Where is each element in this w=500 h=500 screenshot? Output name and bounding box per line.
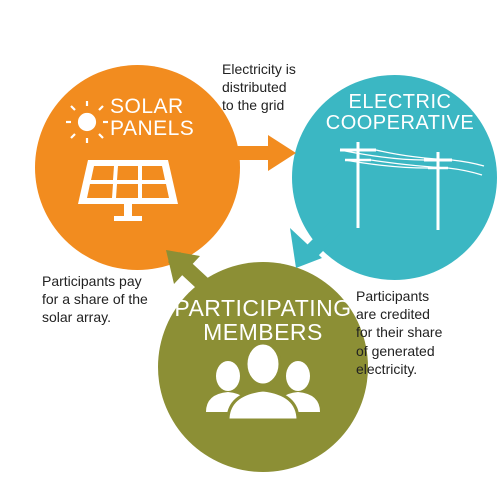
note-participants-credited: Participants are credited for their shar… [356,287,442,378]
solar-title-line2: PANELS [110,117,195,141]
note-line: for their share [356,324,443,341]
note-line: are credited [356,306,430,323]
coop-title-line2: COOPERATIVE [325,112,475,134]
solar-title-line1: SOLAR [110,95,184,118]
note-distributed: Electricity is distributed to the grid [222,60,296,115]
note-participants-pay: Participants pay for a share of the sola… [42,272,148,327]
note-line: of generated [356,342,435,359]
note-line: Electricity is [222,61,296,77]
electric-cooperative-title: ELECTRIC COOPERATIVE [315,92,485,134]
note-line: solar array. [42,309,111,326]
sun-icon [66,101,108,143]
note-line: electricity. [356,360,418,377]
power-lines-icon [339,142,485,230]
solar-panel-icon [78,160,178,221]
participating-members-title: PARTICIPATING MEMBERS [163,296,363,344]
arrow-solar-to-coop [232,135,296,171]
members-title-line2: MEMBERS [203,319,323,346]
coop-title-line1: ELECTRIC [348,91,452,113]
solar-panels-title: SOLAR PANELS [110,95,195,141]
people-icon [206,341,320,422]
note-line: distributed [222,79,287,96]
note-line: Participants [356,288,430,304]
arrow-members-to-solar [166,250,208,288]
note-line: to the grid [222,97,285,114]
members-title-line1: PARTICIPATING [174,295,352,321]
arrow-coop-to-members [290,222,342,268]
note-line: for a share of the [42,291,148,308]
note-line: Participants pay [42,273,142,289]
